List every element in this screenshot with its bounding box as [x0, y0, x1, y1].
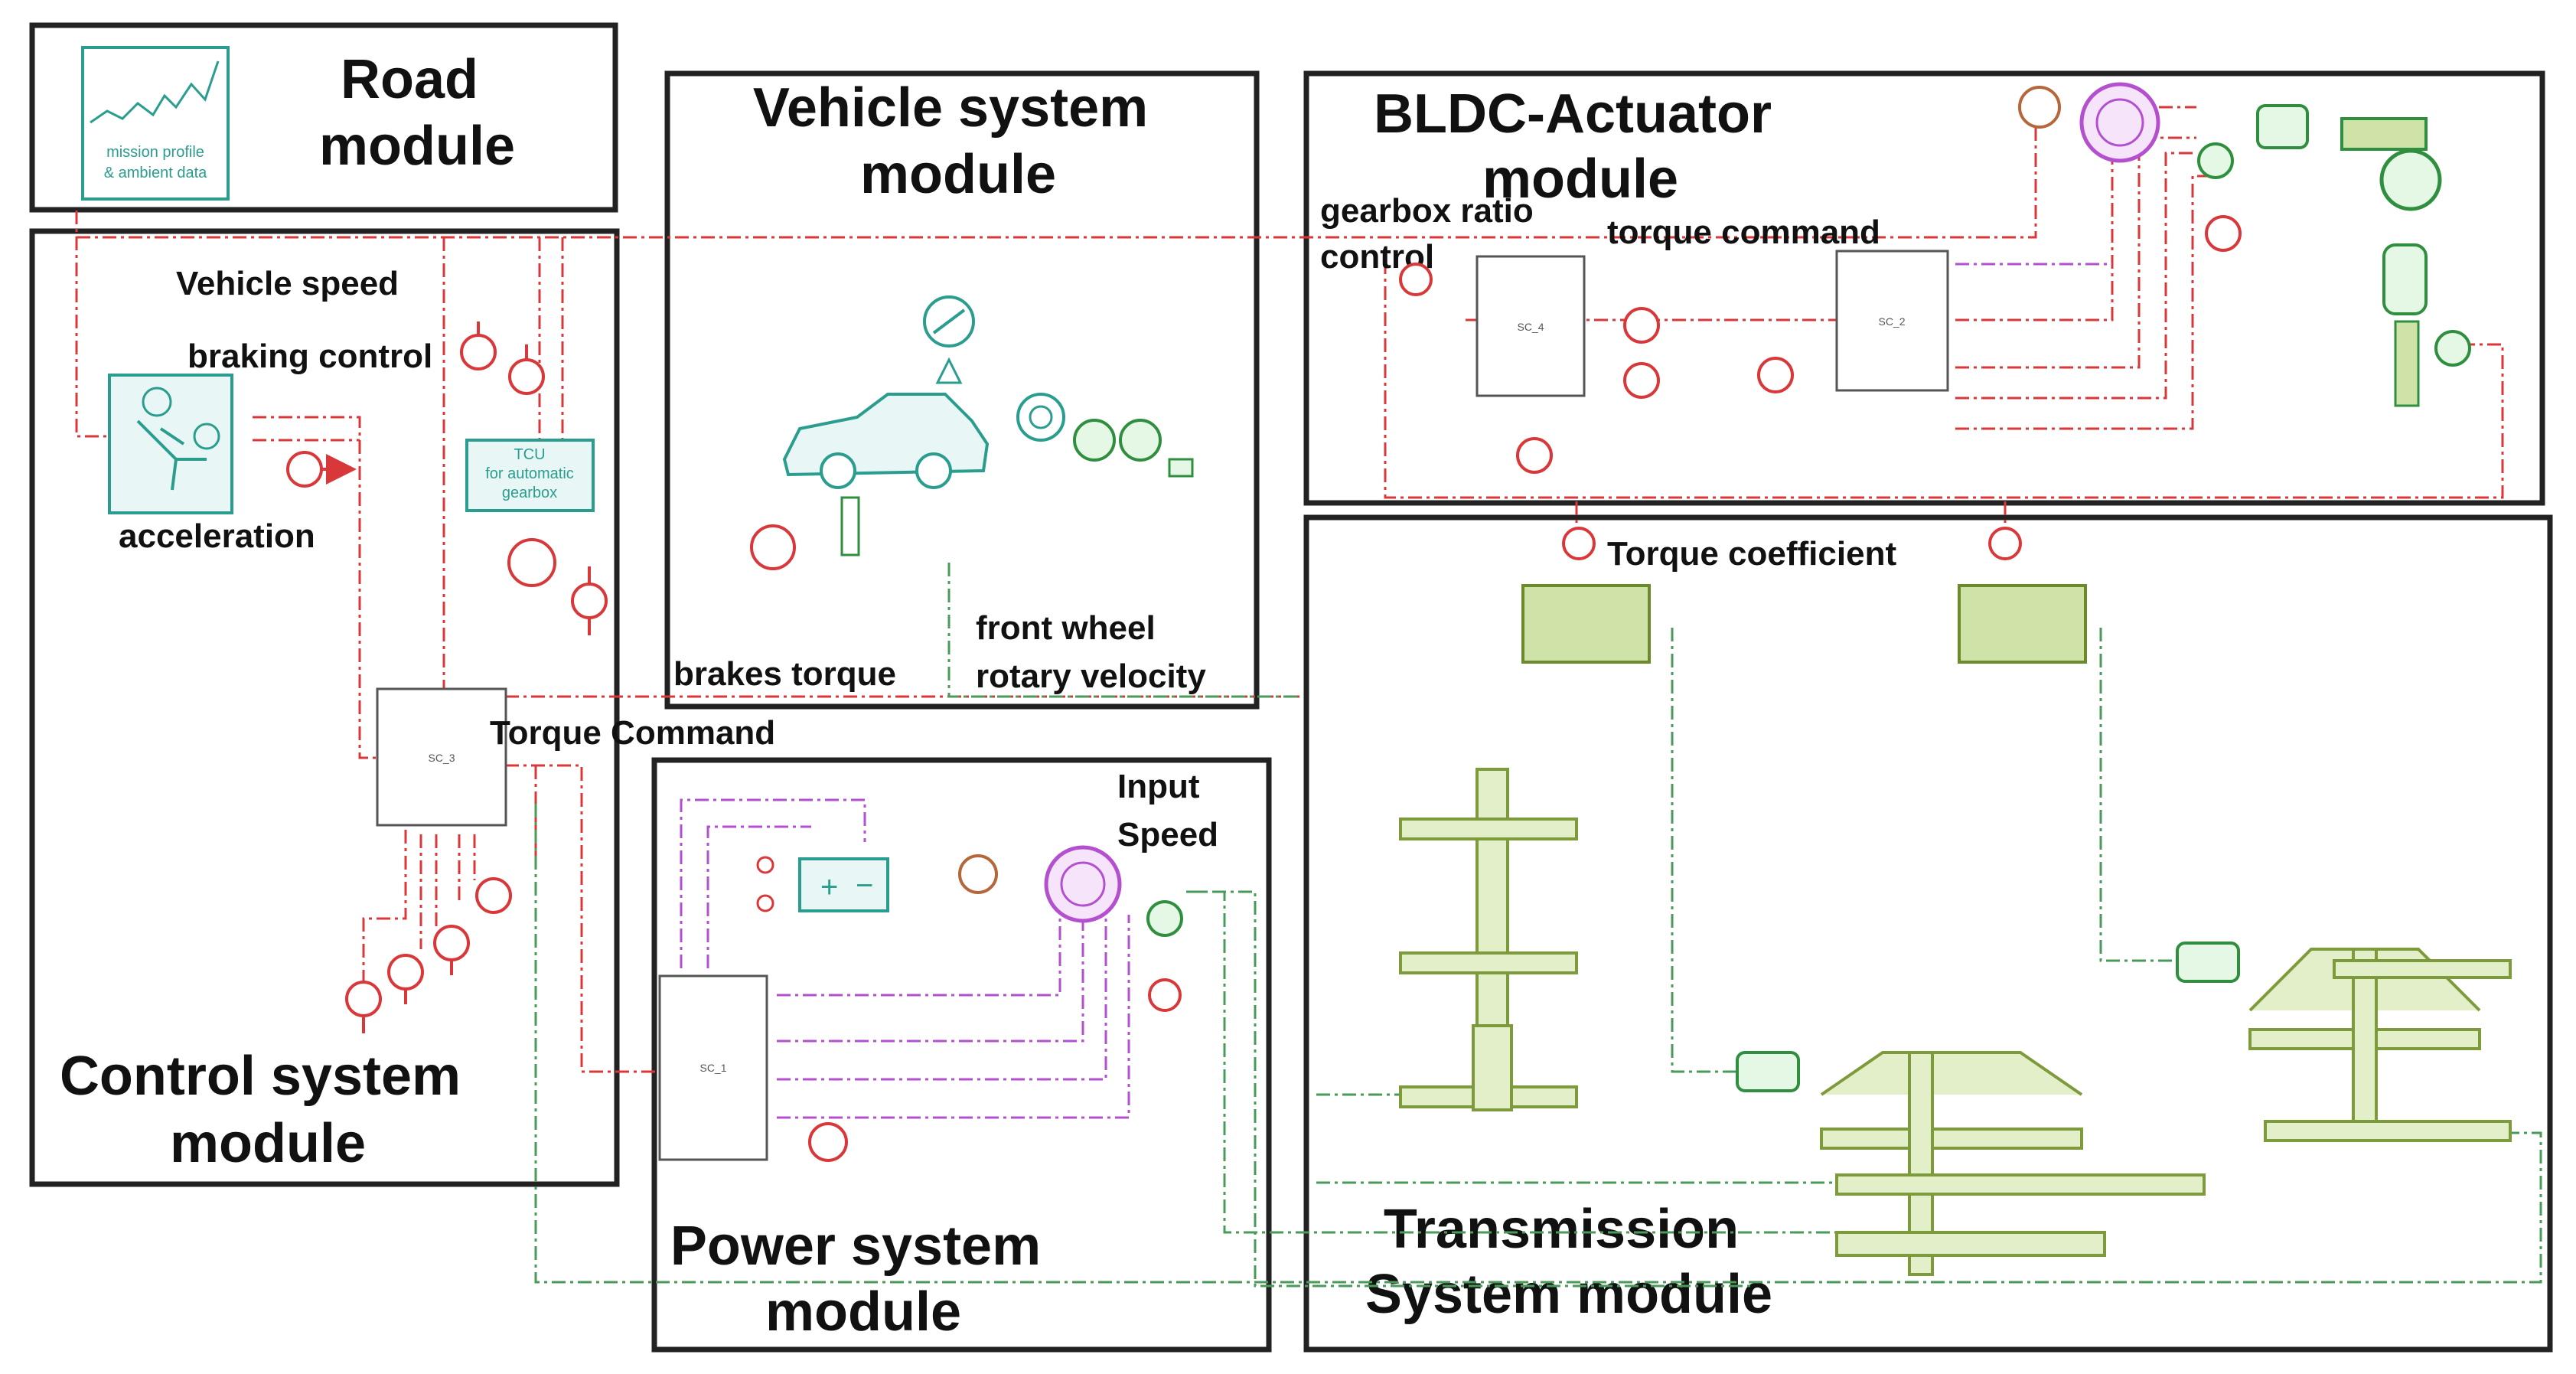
- svg-text:for automatic: for automatic: [485, 465, 574, 482]
- label-gearbox-ratio-control: gearbox ratio control: [1320, 192, 1543, 276]
- label-torque-command: torque command: [1607, 214, 1880, 251]
- gear-train-shafts[interactable]: [1399, 768, 1578, 1111]
- label-torque-coefficient: Torque coefficient: [1607, 535, 1896, 573]
- svg-text:SC_1: SC_1: [699, 1062, 726, 1074]
- svg-text:SC_3: SC_3: [428, 752, 455, 764]
- label-input-speed: Input Speed: [1117, 768, 1218, 853]
- control-module-box: [29, 228, 620, 1187]
- car-body-block[interactable]: [782, 393, 990, 489]
- tcu-sensors: [460, 321, 608, 635]
- signal-wires: [75, 106, 2504, 1073]
- label-torque-command-cap: Torque Command: [490, 714, 775, 752]
- svg-text:gearbox: gearbox: [502, 485, 557, 501]
- transmission-module-title: Transmission System module: [1365, 1199, 1772, 1325]
- svg-text:−: −: [856, 869, 873, 902]
- battery-sensors: [756, 856, 774, 912]
- bldc-motor[interactable]: [2018, 82, 2471, 407]
- svg-text:TCU: TCU: [514, 446, 545, 463]
- bldc-sensors: [1399, 215, 2242, 474]
- label-vehicle-speed: Vehicle speed: [176, 265, 399, 302]
- power-sensor: [808, 1122, 848, 1162]
- power-module-title: Power system module: [670, 1216, 1056, 1343]
- driver-block[interactable]: [108, 374, 233, 514]
- vehicle-module-title: Vehicle system module: [753, 77, 1163, 205]
- mission-profile-label-2: & ambient data: [104, 165, 207, 181]
- svg-text:SC_4: SC_4: [1517, 321, 1544, 333]
- wind-source-icon: [1016, 393, 1065, 442]
- sc3-output-sensors: [345, 877, 512, 1033]
- gearbox-unit-2[interactable]: [2176, 942, 2512, 1142]
- torque-coefficient-sensors: [1562, 527, 2022, 560]
- svg-text:SC_2: SC_2: [1878, 315, 1905, 328]
- power-module-box: [651, 757, 1272, 1353]
- sc1-block[interactable]: SC_1: [658, 974, 768, 1161]
- bldc-module-box: [1303, 70, 2545, 506]
- road-module-box: [29, 22, 618, 213]
- transmission-module-box: [1303, 514, 2553, 1353]
- motor-wires: [680, 263, 2112, 1119]
- wheel-speed-sensors[interactable]: [1073, 419, 1194, 478]
- road-inclination-icon: [923, 295, 975, 384]
- mission-profile-block[interactable]: mission profile & ambient data: [81, 46, 230, 201]
- driver-output-sensor: [286, 451, 357, 488]
- battery-block[interactable]: + −: [798, 857, 889, 912]
- clutch-actuators[interactable]: [1521, 584, 2087, 664]
- bldc-module-title: BLDC-Actuator module: [1374, 83, 1787, 210]
- label-acceleration: acceleration: [119, 517, 315, 555]
- gearbox-unit-1[interactable]: [1736, 1051, 2206, 1276]
- label-braking-control: braking control: [187, 338, 432, 375]
- svg-text:+: +: [820, 870, 838, 904]
- label-front-wheel-rotary-velocity: front wheel rotary velocity: [976, 609, 1206, 695]
- control-module-title: Control system module: [60, 1046, 476, 1174]
- brake-input-sensor: [750, 496, 860, 570]
- tcu-block[interactable]: TCU for automatic gearbox: [465, 439, 595, 512]
- power-motor[interactable]: [958, 845, 1183, 1012]
- vehicle-module-box: [664, 70, 1260, 710]
- road-module-title: Road module: [319, 49, 515, 177]
- sc2-block[interactable]: SC_2: [1835, 250, 1949, 392]
- label-brakes-torque: brakes torque: [673, 655, 896, 693]
- sc3-block[interactable]: SC_3: [376, 687, 507, 827]
- mission-profile-label-1: mission profile: [106, 144, 204, 161]
- sc4-block[interactable]: SC_4: [1475, 255, 1586, 397]
